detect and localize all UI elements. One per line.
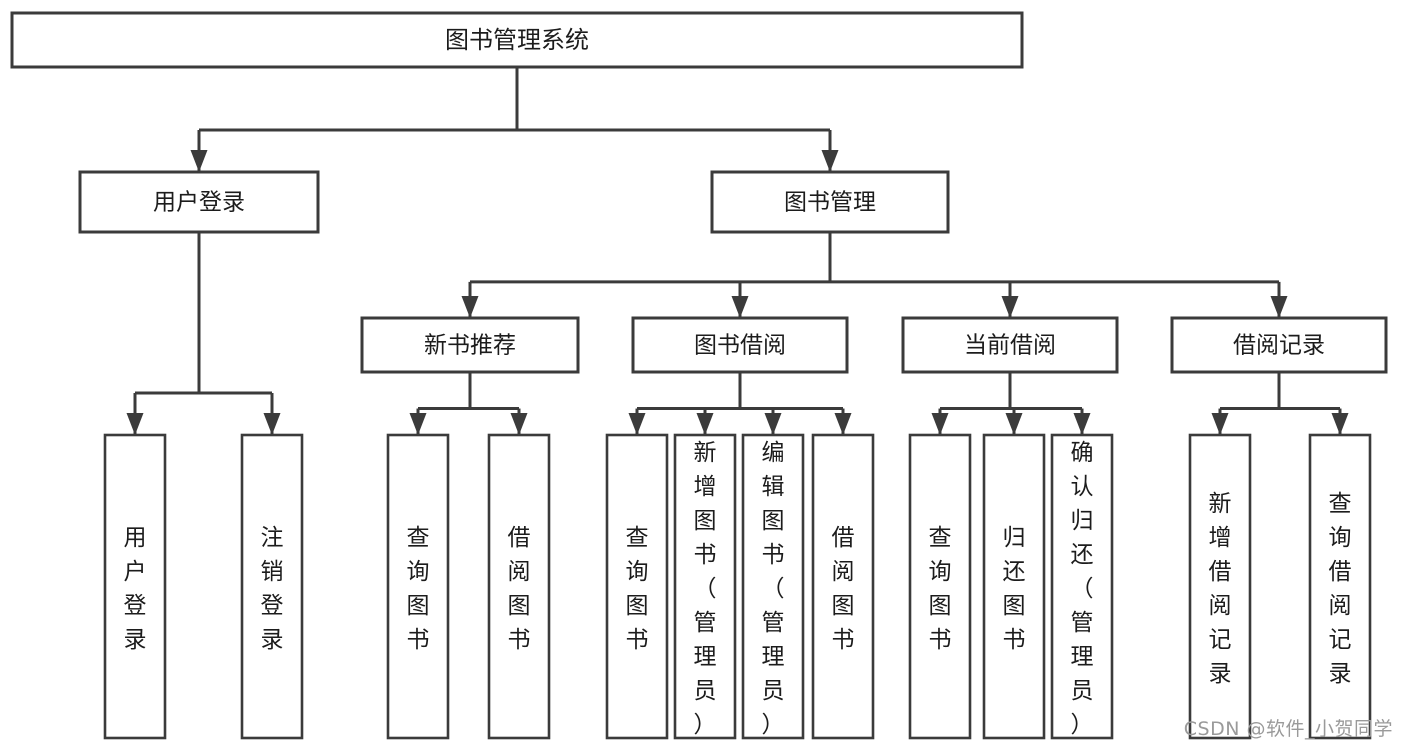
- node-box: [1050, 433, 1114, 740]
- arrowhead: [931, 413, 949, 435]
- node-box: [741, 433, 805, 740]
- node-leaf-borrow-book-1[interactable]: 借阅图书: [487, 433, 551, 740]
- node-box: [487, 433, 551, 740]
- node-label-vertical: 新增借阅记录: [1209, 491, 1232, 687]
- node-label-vertical: 归还图书: [1003, 525, 1026, 653]
- node-label-vertical: 新增图书（管理员）: [694, 440, 717, 738]
- node-label-vertical: 借阅图书: [832, 525, 855, 653]
- node-box: [386, 433, 450, 740]
- arrowhead: [1331, 413, 1349, 435]
- node-label-vertical: 查询借阅记录: [1329, 491, 1352, 687]
- node-label: 当前借阅: [964, 333, 1056, 359]
- node-current-borrow[interactable]: 当前借阅: [901, 316, 1119, 374]
- node-leaf-add-record[interactable]: 新增借阅记录: [1188, 433, 1252, 740]
- node-leaf-query-book-1[interactable]: 查询图书: [386, 433, 450, 740]
- arrowhead: [821, 150, 839, 172]
- node-label-vertical: 查询图书: [407, 525, 430, 653]
- arrowhead: [1270, 296, 1288, 318]
- arrowhead: [1211, 413, 1229, 435]
- node-leaf-query-book-3[interactable]: 查询图书: [908, 433, 972, 740]
- arrowhead: [126, 413, 144, 435]
- arrowhead: [764, 413, 782, 435]
- arrowhead: [628, 413, 646, 435]
- arrowhead: [731, 296, 749, 318]
- arrowhead: [1005, 413, 1023, 435]
- node-box: [901, 316, 1119, 374]
- edge-group-borrow-record: [1211, 372, 1349, 435]
- node-user-login[interactable]: 用户登录: [78, 170, 320, 234]
- node-box: [605, 433, 669, 740]
- edges-layer: [126, 67, 1349, 435]
- edge-group-current-borrow: [931, 372, 1091, 435]
- node-label: 用户登录: [153, 190, 245, 216]
- node-box: [10, 11, 1024, 69]
- node-label-vertical: 借阅图书: [508, 525, 531, 653]
- node-box: [360, 316, 580, 374]
- arrowhead: [409, 413, 427, 435]
- arrowhead: [1073, 413, 1091, 435]
- arrowhead: [834, 413, 852, 435]
- node-book-borrow[interactable]: 图书借阅: [631, 316, 849, 374]
- node-label: 图书管理系统: [445, 26, 589, 54]
- edge-group-book-borrow: [628, 372, 852, 435]
- node-leaf-confirm-return[interactable]: 确认归还（管理员）: [1050, 433, 1114, 740]
- edge-group-user-login: [126, 232, 281, 435]
- node-box: [673, 433, 737, 740]
- edge-group-root: [190, 67, 839, 172]
- arrowhead: [510, 413, 528, 435]
- node-box: [982, 433, 1046, 740]
- arrowhead: [1001, 296, 1019, 318]
- node-leaf-logout[interactable]: 注销登录: [240, 433, 304, 740]
- arrowhead: [461, 296, 479, 318]
- node-leaf-query-record[interactable]: 查询借阅记录: [1308, 433, 1372, 740]
- node-box: [103, 433, 167, 740]
- node-label-vertical: 注销登录: [261, 525, 284, 653]
- node-label-vertical: 查询图书: [929, 525, 952, 653]
- node-label-vertical: 用户登录: [124, 525, 147, 653]
- node-label-vertical: 确认归还（管理员）: [1071, 440, 1094, 738]
- node-root[interactable]: 图书管理系统: [10, 11, 1024, 69]
- node-box: [811, 433, 875, 740]
- edge-group-book-manage: [461, 232, 1288, 318]
- arrowhead: [696, 413, 714, 435]
- node-book-manage[interactable]: 图书管理: [710, 170, 950, 234]
- node-borrow-record[interactable]: 借阅记录: [1170, 316, 1388, 374]
- node-label: 图书借阅: [694, 333, 786, 359]
- node-box: [1170, 316, 1388, 374]
- node-box: [78, 170, 320, 234]
- node-box: [908, 433, 972, 740]
- node-box: [1188, 433, 1252, 740]
- nodes-layer: 图书管理系统用户登录图书管理新书推荐图书借阅当前借阅借阅记录用户登录注销登录查询…: [10, 11, 1388, 740]
- node-label: 借阅记录: [1233, 333, 1325, 359]
- node-leaf-query-book-2[interactable]: 查询图书: [605, 433, 669, 740]
- node-leaf-return-book[interactable]: 归还图书: [982, 433, 1046, 740]
- node-leaf-edit-book[interactable]: 编辑图书（管理员）: [741, 433, 805, 740]
- node-leaf-add-book[interactable]: 新增图书（管理员）: [673, 433, 737, 740]
- arrowhead: [190, 150, 208, 172]
- node-leaf-borrow-book-2[interactable]: 借阅图书: [811, 433, 875, 740]
- node-label: 新书推荐: [424, 333, 516, 359]
- node-label-vertical: 编辑图书（管理员）: [762, 440, 785, 738]
- arrowhead: [263, 413, 281, 435]
- node-box: [710, 170, 950, 234]
- node-label-vertical: 查询图书: [626, 525, 649, 653]
- node-label: 图书管理: [784, 190, 876, 216]
- edge-group-new-book-rec: [409, 372, 528, 435]
- node-box: [240, 433, 304, 740]
- node-box: [631, 316, 849, 374]
- node-leaf-user-login[interactable]: 用户登录: [103, 433, 167, 740]
- node-new-book-rec[interactable]: 新书推荐: [360, 316, 580, 374]
- node-box: [1308, 433, 1372, 740]
